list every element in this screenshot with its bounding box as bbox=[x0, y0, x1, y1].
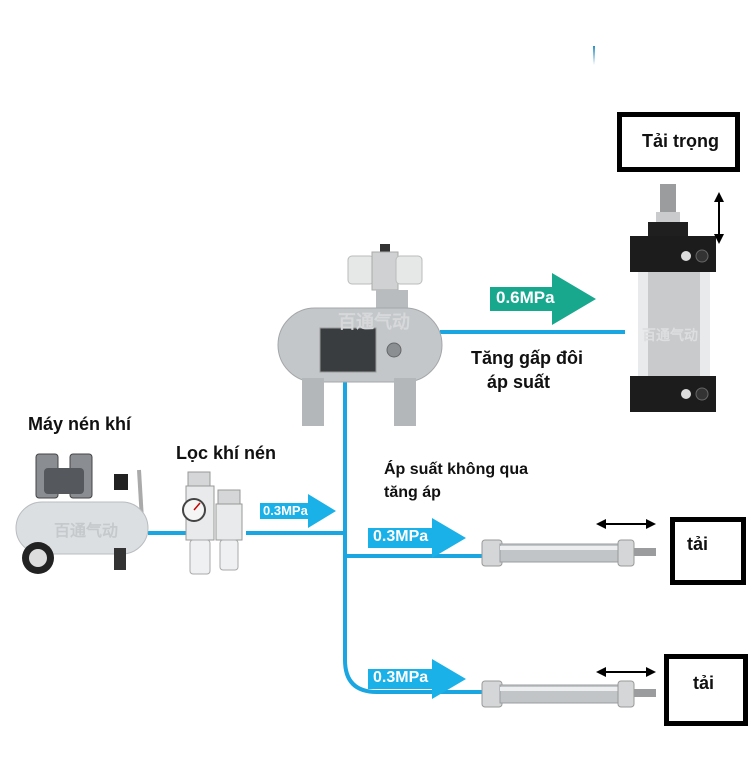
decorative-tick bbox=[593, 46, 595, 65]
load-label: tải bbox=[687, 534, 709, 554]
load-label: tải bbox=[693, 673, 715, 693]
load-box-1: tải bbox=[670, 517, 746, 585]
pressure-value: 0.3MPa bbox=[373, 528, 429, 545]
load-label: Tải trọng bbox=[642, 131, 719, 151]
air-compressor: 百通气动 bbox=[14, 450, 150, 580]
horizontal-motion-arrow-icon bbox=[596, 519, 656, 529]
pressure-booster-tank: 百通气动 bbox=[276, 242, 444, 428]
label-unboosted-line2: tăng áp bbox=[384, 484, 441, 501]
pipe-trunk bbox=[343, 375, 482, 694]
large-pneumatic-cylinder: 百通气动 bbox=[626, 180, 722, 426]
watermark: 百通气动 bbox=[642, 327, 698, 343]
label-boosted-line1: Tăng gấp đôi bbox=[471, 348, 583, 368]
label-boosted-line2: áp suất bbox=[487, 372, 551, 392]
pressure-value: 0.3MPa bbox=[373, 669, 429, 686]
label-unboosted-line1: Áp suất không qua bbox=[384, 461, 528, 478]
load-box-2: tải bbox=[664, 654, 748, 726]
pressure-value: 0.6MPa bbox=[496, 288, 555, 307]
pressure-value: 0.3MPa bbox=[263, 503, 308, 518]
air-filter-regulator bbox=[180, 470, 250, 580]
pressure-arrow-branch-1: 0.3MPa bbox=[368, 518, 466, 558]
small-cylinder-2 bbox=[480, 675, 660, 715]
horizontal-motion-arrow-icon bbox=[596, 667, 656, 677]
pressure-arrow-branch-2: 0.3MPa bbox=[368, 659, 466, 699]
label-compressor: Máy nén khí bbox=[28, 414, 132, 434]
vertical-motion-arrow-icon bbox=[714, 192, 724, 244]
label-filter: Lọc khí nén bbox=[176, 443, 277, 463]
pressure-arrow-filter-out: 0.3MPa bbox=[260, 494, 336, 528]
watermark: 百通气动 bbox=[338, 311, 410, 332]
watermark: 百通气动 bbox=[54, 521, 118, 540]
pressure-arrow-boosted: 0.6MPa bbox=[490, 273, 596, 325]
small-cylinder-1 bbox=[480, 534, 660, 574]
load-box-main: Tải trọng bbox=[617, 112, 740, 172]
